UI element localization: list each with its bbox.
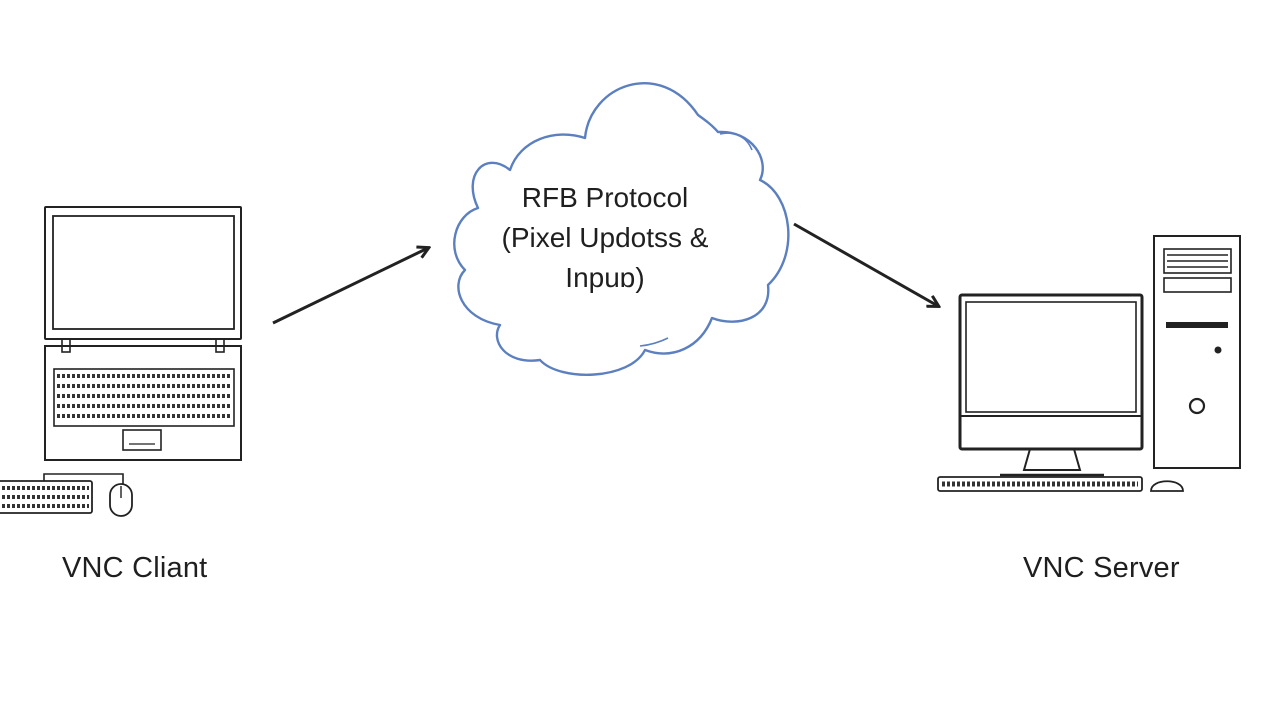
laptop-icon bbox=[44, 206, 242, 461]
cloud-icon bbox=[453, 82, 790, 376]
client-label: VNC Cliant bbox=[62, 552, 208, 584]
cloud-label-line-1: RFB Protocol bbox=[521, 182, 689, 213]
arrow-cloud-to-server bbox=[793, 222, 938, 306]
cloud-label-line-2: (Pixel Updotss & bbox=[501, 222, 709, 253]
cloud-label-line-3: Inpuɒ) bbox=[565, 262, 645, 293]
arrow-client-to-cloud bbox=[272, 248, 428, 325]
desktop-computer-icon bbox=[937, 235, 1241, 492]
server-label: VNC Server bbox=[1023, 552, 1180, 584]
mouse-icon bbox=[109, 483, 133, 517]
external-keyboard-icon bbox=[0, 473, 124, 514]
cloud-label: RFB Protocol (Pixel Updotss & Inpuɒ) bbox=[470, 178, 740, 298]
